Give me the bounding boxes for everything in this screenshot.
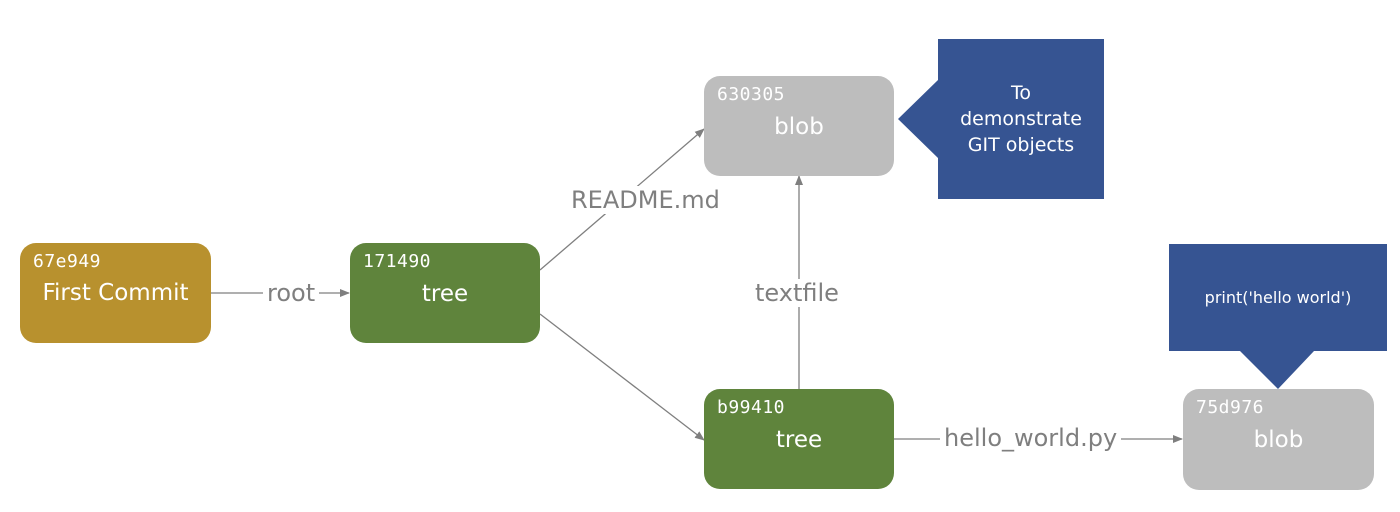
sub-tree-hash: b99410	[717, 397, 786, 418]
root-tree-hash: 171490	[363, 251, 432, 272]
edge-label-hello-world: hello_world.py	[940, 424, 1122, 452]
callout-readme-line: demonstrate	[960, 108, 1082, 130]
commit-node: 67e949 First Commit	[20, 243, 211, 343]
readme-blob-node: 630305 blob	[704, 76, 894, 176]
callout-py-text: print('hello world')	[1169, 287, 1387, 309]
callout-py-line: print('hello world')	[1204, 288, 1352, 307]
callout-readme-shape	[898, 39, 1104, 199]
commit-label: First Commit	[42, 280, 189, 306]
edge-label-textfile: textfile	[751, 279, 843, 307]
readme-blob-hash: 630305	[717, 84, 786, 105]
commit-hash: 67e949	[33, 251, 102, 272]
py-blob-node: 75d976 blob	[1183, 389, 1374, 490]
edge-label-readme: README.md	[567, 186, 724, 214]
readme-blob-label: blob	[774, 114, 824, 140]
py-blob-label: blob	[1253, 427, 1304, 453]
edge-subtree-arrow	[539, 313, 705, 441]
py-blob-hash: 75d976	[1196, 397, 1265, 418]
callout-readme-line: GIT objects	[967, 134, 1075, 156]
callout-readme-text: To demonstrate GIT objects	[938, 80, 1104, 158]
root-tree-node: 171490 tree	[350, 243, 540, 343]
sub-tree-label: tree	[775, 427, 823, 453]
callout-readme-line: To	[1010, 82, 1031, 104]
root-tree-label: tree	[421, 281, 469, 307]
sub-tree-node: b99410 tree	[704, 389, 894, 489]
callout-py-shape	[1169, 244, 1387, 389]
edge-label-root: root	[263, 279, 320, 307]
